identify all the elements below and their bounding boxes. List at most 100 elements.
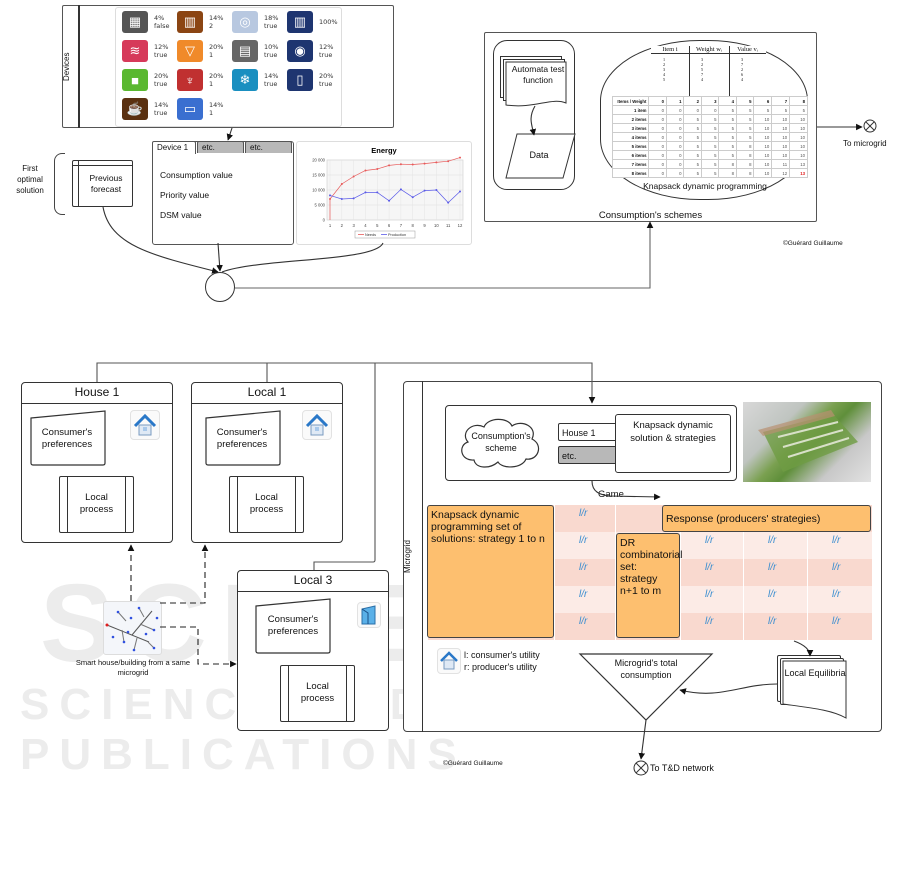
device-item[interactable]: ❄14%true [232,69,278,91]
utility-pair-label: l/r [579,562,588,573]
dp-cell: 8 [735,168,755,178]
device-item[interactable]: ■20%true [122,69,168,91]
device-item[interactable]: ◉12%true [287,40,333,62]
data-point-needs [376,168,379,170]
utility-pair-label: l/r [832,589,841,600]
dp-cell: 0 [665,150,685,160]
utility-pair-label: l/r [579,616,588,627]
local-3-preferences-shape [255,598,331,654]
total-consumption-label: Microgrid's total consumption [614,658,678,680]
device-item[interactable]: ▤10%true [232,40,278,62]
dp-cell: 13 [789,168,808,178]
legend-consumer-utility: l: consumer's utility [464,650,540,660]
consumption-value-field: Consumption value [160,170,233,180]
device-item[interactable]: ▯20%true [287,69,333,91]
data-point-needs [388,164,391,167]
tab-etc-2[interactable]: etc. [245,141,292,153]
dp-cell: 5 [700,159,720,169]
data-point-production [364,191,367,194]
device-item[interactable]: ♆20%1 [177,69,223,91]
utility-pair-label: l/r [579,508,588,519]
device-item[interactable]: ☕14%true [122,98,168,120]
data-label: Data [529,150,549,160]
consumption-scheme-cloud [461,418,540,468]
utility-pair-label: l/r [832,562,841,573]
device-item[interactable]: ▭14%1 [177,98,223,120]
local-3-title: Local 3 [293,573,333,587]
filter-icon: ▽ [177,40,203,62]
dp-row-label: 4 items [611,132,650,142]
dp-weight-header: 5 [735,96,755,106]
y-tick-label: 20 000 [312,158,325,163]
tab-etc-1[interactable]: etc. [197,141,244,153]
dp-cell: 5 [683,114,702,124]
device-item[interactable]: ▽20%1 [177,40,223,62]
dp-cell: 0 [648,159,667,169]
utility-pair-label: l/r [768,589,777,600]
process-bar-left [67,477,68,532]
data-point-production [352,197,355,200]
game-matrix-cell [681,559,744,586]
utility-pair-label: l/r [579,535,588,546]
dp-cell: 0 [648,141,667,151]
device-item-label: 18%true [264,14,279,30]
dp-cell: 10 [753,168,773,178]
chart-to-merge-connector [221,242,384,273]
data-point-production [399,188,402,191]
game-matrix-cell [555,586,616,613]
game-matrix-cell [744,586,808,613]
device-item-label: 14%2 [209,14,224,30]
device-item-label: 20%1 [209,72,224,88]
x-tick-label: 8 [412,223,415,228]
knapsack-caption: Knapsack dynamic programming [643,181,767,191]
local-1-preferences-shape [205,410,281,466]
previous-forecast-box: Previous forecast [72,160,133,207]
dp-cell: 10 [771,123,791,133]
dp-cell: 5 [771,105,791,115]
dp-cell: 10 [789,114,808,124]
device-item-label: 100% [319,18,338,26]
washing-machine-icon: ◎ [232,11,258,33]
local-1-process: Local process [229,476,304,533]
dp-cell: 5 [718,114,737,124]
local-1-title: Local 1 [247,385,287,399]
x-tick-label: 2 [341,223,344,228]
process-bar-right [295,477,296,532]
data-point-needs [411,163,414,166]
tab-device-1[interactable]: Device 1 [152,141,196,154]
process-bar-right [125,477,126,532]
data-point-needs [329,198,331,200]
local-3-preferences: Consumer's preferences [267,614,319,637]
dp-weight-header: 4 [718,96,737,106]
house-1-preferences-shape [30,410,106,466]
consumption-schemes-title: Consumption's schemes [598,210,703,221]
dp-cell: 0 [665,123,685,133]
data-point-needs [447,160,450,163]
process-bar-left [288,666,289,721]
dp-cell: 5 [753,105,773,115]
device-item[interactable]: ▦4%false [122,11,169,33]
automata-label: Automata test function [511,64,565,85]
oven-icon: ▦ [122,11,148,33]
device-item[interactable]: ▥100% [287,11,338,33]
y-tick-label: 15 000 [312,173,325,178]
previous-forecast-label: Previous forecast [89,173,123,194]
device-item[interactable]: ▥14%2 [177,11,223,33]
dp-cell: 5 [683,123,702,133]
x-tick-label: 3 [352,223,355,228]
dp-cell: 0 [648,105,667,115]
device-item[interactable]: ≋12%true [122,40,168,62]
dp-cell: 5 [700,114,720,124]
device-item[interactable]: ◎ 18%true [232,11,278,33]
items-table-header: Item i [651,46,689,54]
aerial-neighborhood-image [743,402,871,482]
dp-row-label: 5 items [611,141,650,151]
to-td-label: To T&D network [650,763,714,773]
dp-cell: 10 [753,141,773,151]
dp-cell: 12 [771,168,791,178]
dp-cell: 0 [648,150,667,160]
